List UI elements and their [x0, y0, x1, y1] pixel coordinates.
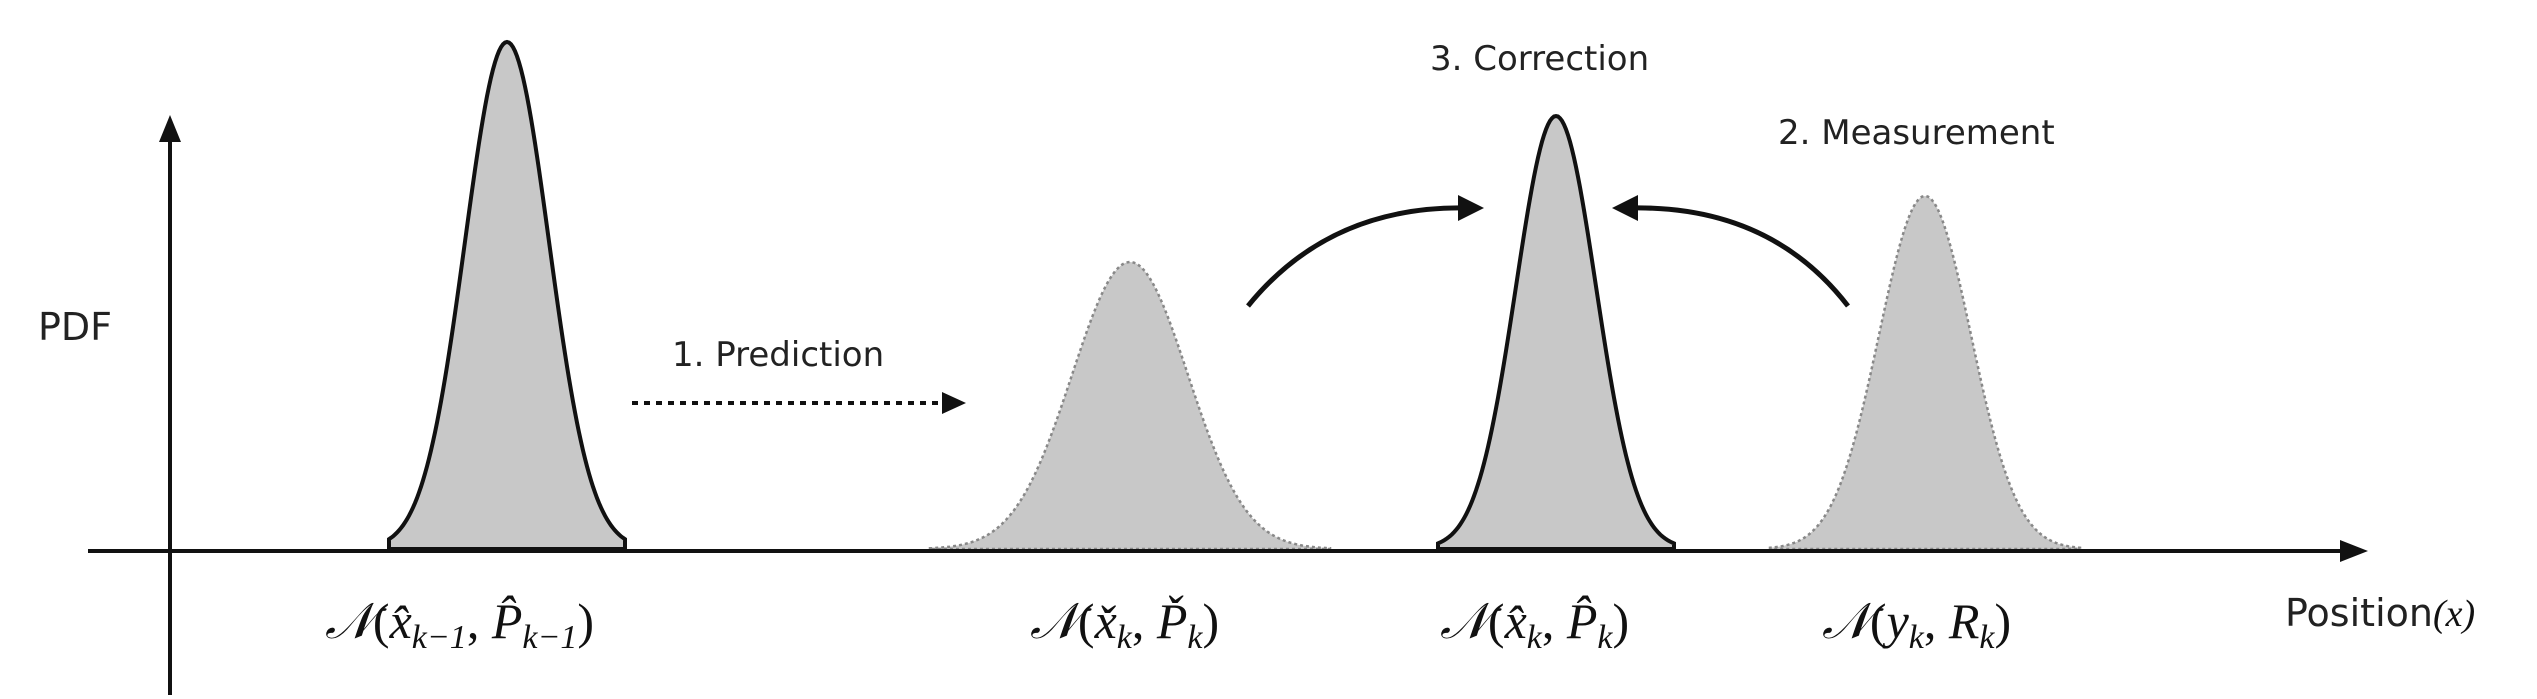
correction-arrow-from-measurement: [1629, 205, 1850, 308]
x-axis-label: Position(x): [2285, 591, 2475, 635]
correction-arrowhead-right: [1612, 195, 1638, 221]
corrected-distribution-curve: [1436, 113, 1676, 551]
y-axis-label: PDF: [38, 305, 112, 349]
corrected-distribution-label: 𝒩(x̂k, P̂k): [1440, 593, 1629, 656]
y-axis-arrowhead: [159, 115, 181, 142]
prior-distribution-label: 𝒩(x̂k−1, P̂k−1): [325, 593, 594, 656]
predicted-distribution-label: 𝒩(x̌k, P̌k): [1030, 593, 1219, 656]
x-axis-arrowhead: [2340, 540, 2368, 562]
measurement-distribution-curve: [1768, 194, 2082, 551]
prediction-arrowhead: [942, 392, 966, 414]
correction-arrow-from-prediction: [1246, 205, 1469, 308]
measurement-distribution-label: 𝒩(yk, Rk): [1822, 593, 2011, 656]
correction-label: 3. Correction: [1430, 39, 1649, 79]
measurement-label: 2. Measurement: [1778, 113, 2055, 153]
prediction-label: 1. Prediction: [672, 335, 884, 375]
predicted-distribution-curve: [928, 260, 1332, 551]
correction-arrowhead-left: [1458, 195, 1484, 221]
prior-distribution-curve: [387, 39, 627, 551]
